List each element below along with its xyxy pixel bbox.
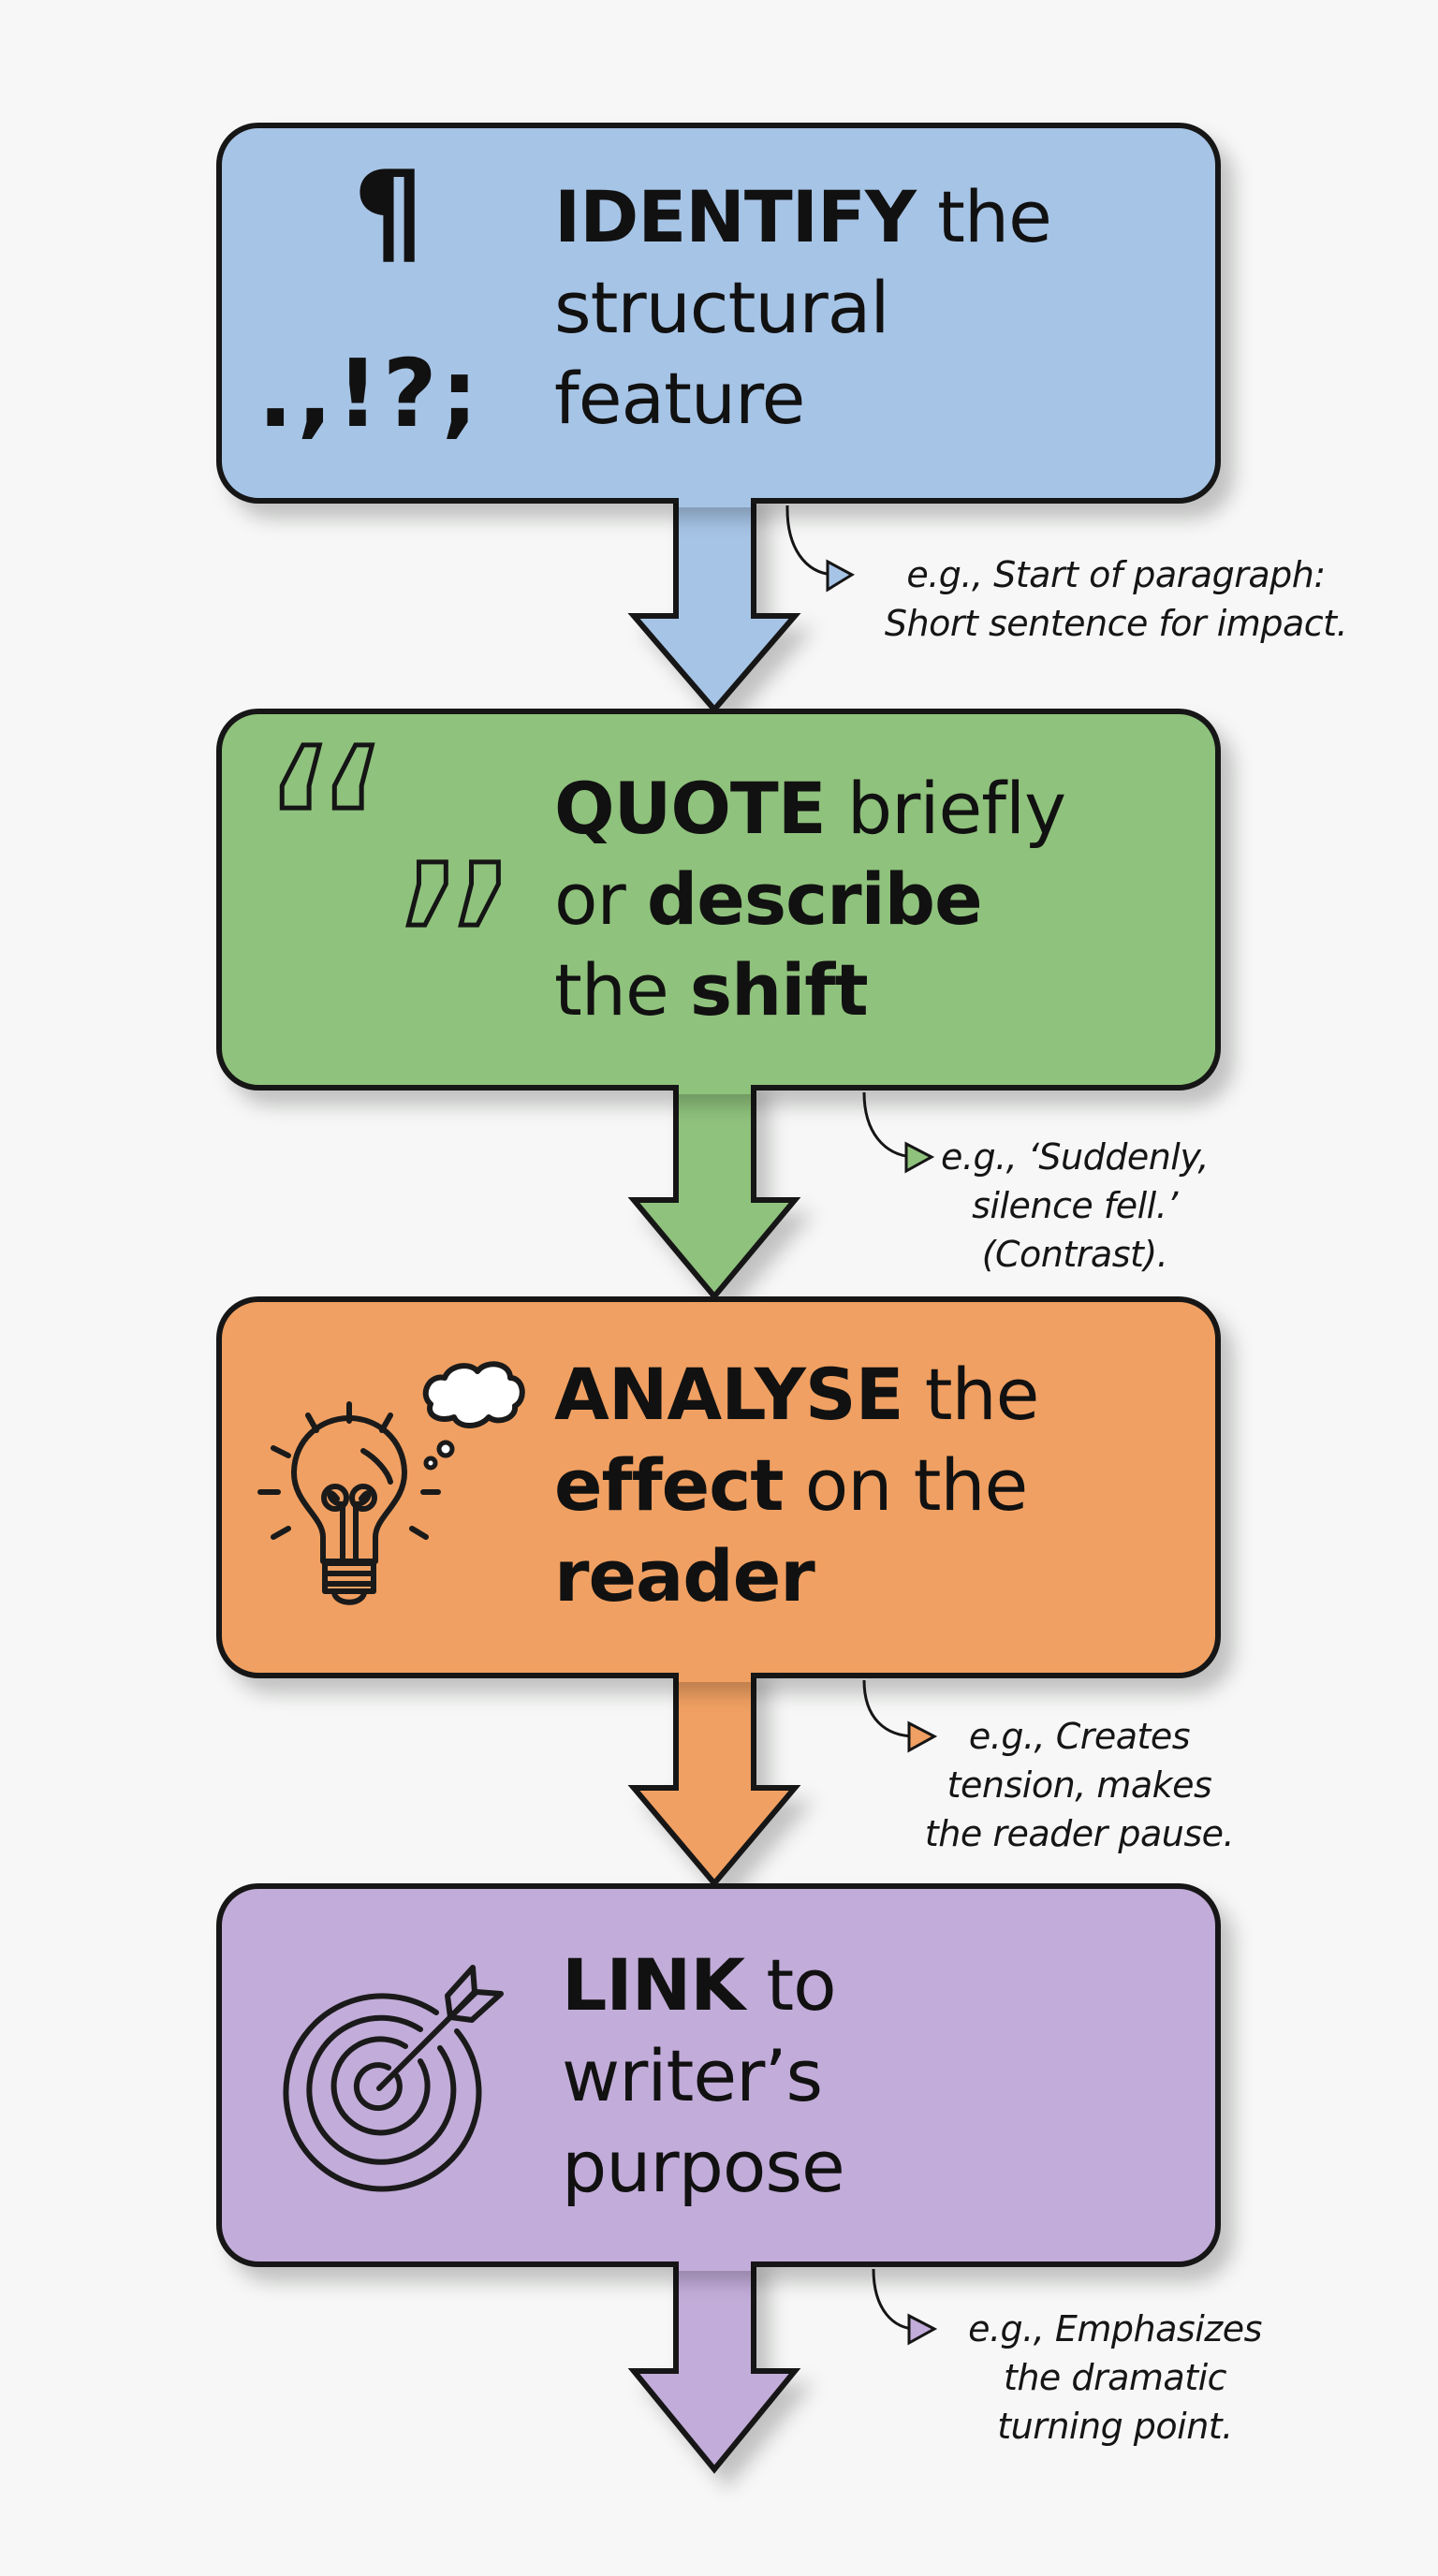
example-line: e.g., Start of paragraph: [906,554,1326,595]
title-keyword: effect [554,1443,785,1527]
title-keyword: LINK [562,1943,745,2027]
svg-text:.,!?;: .,!?; [257,339,482,448]
arrow-quote-to-analyse [627,1076,801,1301]
title-keyword: IDENTIFY [554,175,917,258]
title-text: feature [554,357,805,440]
title-text: structural [554,266,889,349]
example-connector-analyse [862,1679,938,1753]
example-line: (Contrast). [981,1234,1168,1275]
arrow-analyse-to-link [627,1663,801,1888]
example-line: silence fell.’ [972,1185,1178,1226]
title-text: writer’s [562,2034,823,2117]
example-line: e.g., Creates [968,1716,1191,1757]
title-text: or [554,857,647,941]
example-line: e.g., Emphasizes [968,2308,1262,2349]
example-connector-identify [785,505,856,593]
step-title-quote: QUOTE briefly or describe the shift [554,763,1066,1035]
example-line: Short sentence for impact. [884,603,1348,644]
svg-text:¶: ¶ [353,148,424,278]
title-text: purpose [562,2125,845,2208]
title-text: the [915,175,1052,258]
pilcrow-punctuation-icon: ¶ .,!?; [257,148,482,448]
example-line: turning point. [997,2406,1233,2447]
lightbulb-thought-icon [257,1361,525,1605]
step-title-analyse: ANALYSE the effect on the reader [554,1349,1040,1621]
example-note-identify: e.g., Start of paragraph: Short sentence… [816,550,1416,648]
step-title-identify: IDENTIFY the structural feature [554,171,1052,444]
title-text: the [554,948,690,1032]
example-note-quote: e.g., ‘Suddenly, silence fell.’ (Contras… [775,1133,1374,1279]
example-line: tension, makes [946,1764,1212,1806]
title-text: the [902,1353,1040,1436]
title-text: briefly [825,767,1066,850]
title-keyword: describe [646,857,983,941]
example-line: the dramatic [1003,2357,1227,2398]
title-keyword: reader [554,1534,815,1617]
example-connector-link [872,2268,938,2346]
arrow-link-out [627,2252,801,2474]
svg-text:”: ” [386,811,521,1116]
example-connector-quote [862,1091,935,1174]
example-line: e.g., ‘Suddenly, [941,1136,1209,1178]
example-line: the reader pause. [924,1813,1235,1854]
example-note-analyse: e.g., Creates tension, makes the reader … [780,1712,1379,1858]
title-text: to [744,1943,836,2027]
title-keyword: shift [689,948,869,1032]
title-keyword: ANALYSE [554,1353,904,1436]
quotation-marks-icon: “ ” [257,692,524,1119]
example-note-link: e.g., Emphasizes the dramatic turning po… [815,2305,1415,2451]
svg-text:“: “ [259,694,395,999]
arrow-identify-to-quote [627,489,801,714]
step-title-link: LINK to writer’s purpose [562,1939,845,2212]
title-keyword: QUOTE [554,767,827,850]
target-arrow-icon [283,1965,504,2192]
title-text: on the [783,1443,1029,1527]
